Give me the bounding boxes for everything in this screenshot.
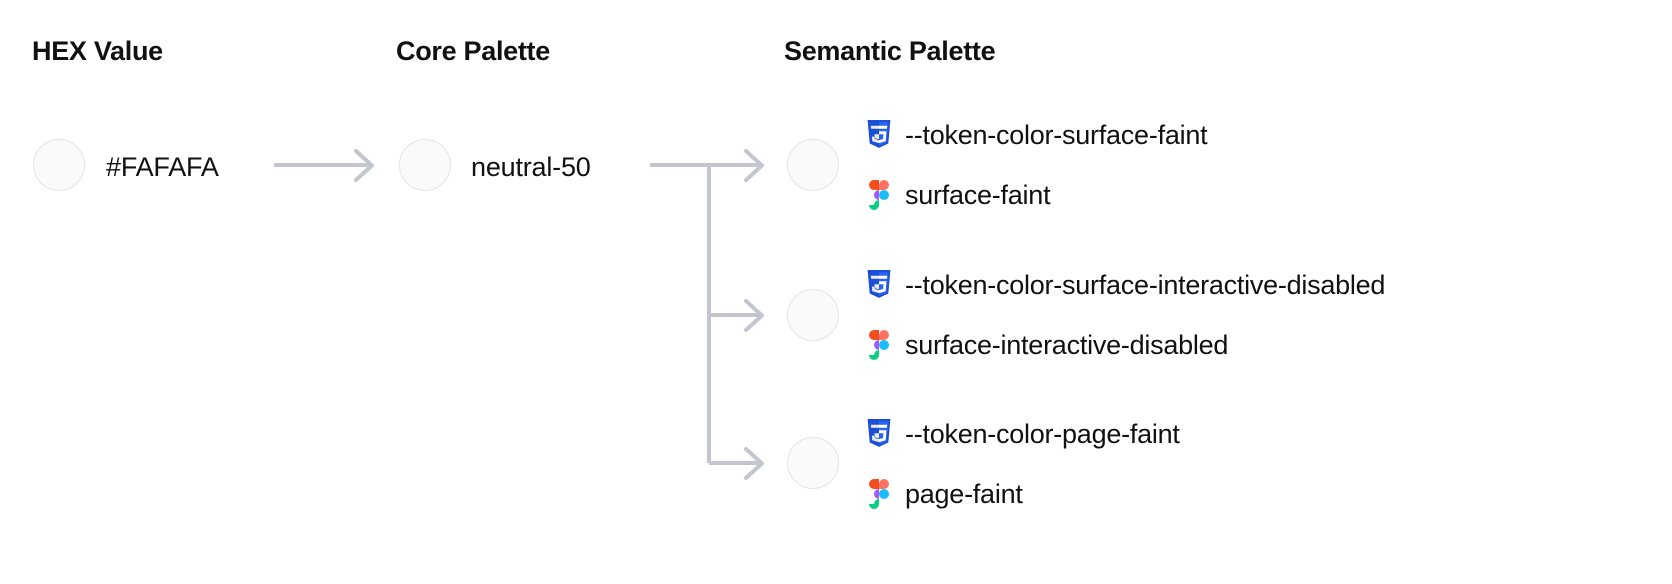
semantic-color-swatch-2 (787, 437, 839, 489)
column-header-hex-value: HEX Value (32, 36, 163, 66)
arrow-hex-to-core (274, 149, 374, 182)
semantic-token-group-2: --token-color-page-faint page-faint (866, 417, 1180, 511)
semantic-color-swatch-1 (787, 289, 839, 341)
semantic-figma-row-0: surface-faint (866, 178, 1207, 212)
arrow-core-to-semantic-branch (650, 149, 764, 480)
semantic-figma-token-0: surface-faint (905, 179, 1051, 210)
hex-color-swatch (33, 139, 85, 191)
css3-icon (867, 120, 891, 148)
core-value-label: neutral-50 (471, 152, 591, 182)
semantic-token-group-0: --token-color-surface-faint surface-fain… (866, 118, 1208, 212)
semantic-figma-token-1: surface-interactive-disabled (905, 329, 1229, 360)
css3-icon (867, 419, 891, 447)
semantic-css-row-1: --token-color-surface-interactive-disabl… (866, 268, 1385, 302)
figma-icon (869, 180, 889, 210)
css3-icon (867, 270, 891, 298)
semantic-css-row-2: --token-color-page-faint (866, 417, 1180, 451)
semantic-figma-row-2: page-faint (866, 477, 1180, 511)
semantic-figma-token-2: page-faint (905, 478, 1023, 509)
semantic-css-token-0: --token-color-surface-faint (905, 119, 1208, 150)
column-header-core-palette: Core Palette (396, 36, 550, 66)
semantic-css-token-1: --token-color-surface-interactive-disabl… (905, 269, 1386, 300)
semantic-css-row-0: --token-color-surface-faint (866, 118, 1208, 152)
hex-value-label: #FAFAFA (106, 152, 219, 182)
semantic-token-group-1: --token-color-surface-interactive-disabl… (866, 268, 1385, 362)
semantic-css-token-2: --token-color-page-faint (905, 418, 1180, 449)
figma-icon (869, 479, 889, 509)
column-header-semantic-palette: Semantic Palette (784, 36, 996, 66)
semantic-figma-row-1: surface-interactive-disabled (866, 328, 1385, 362)
core-color-swatch (399, 139, 451, 191)
figma-icon (869, 330, 889, 360)
semantic-color-swatch-0 (787, 139, 839, 191)
